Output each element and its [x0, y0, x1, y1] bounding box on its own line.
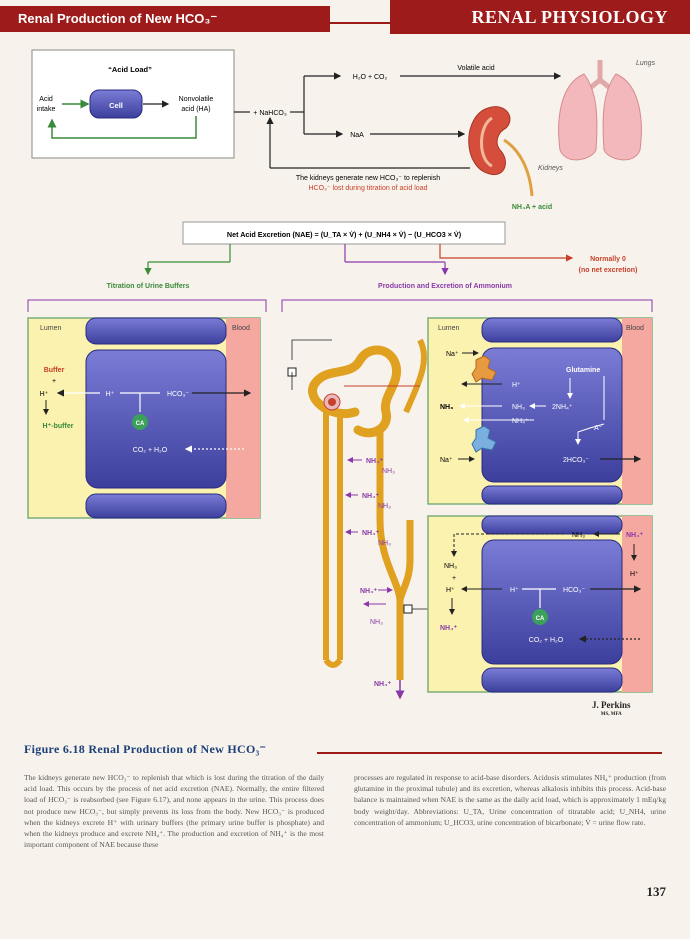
to-normally-arrow: [439, 244, 574, 262]
section-title: Renal Production of New HCO₃⁻: [0, 6, 330, 32]
page-header: Renal Production of New HCO₃⁻ RENAL PHYS…: [0, 0, 690, 34]
h2o-co2-label: H₂O + CO₂: [353, 74, 388, 81]
neph-nh4-out: NH₄⁺: [374, 681, 391, 688]
volatile-acid-label: Volatile acid: [457, 65, 494, 72]
ammonium-production-panel: [427, 317, 653, 505]
caption-rule: [317, 752, 662, 754]
neph-nh3-d: NH₃: [370, 619, 383, 626]
ca-enzyme-left: [132, 414, 148, 430]
neph-nh4-b: NH₄⁺: [362, 493, 379, 500]
h-buffer-label: H⁺-buffer: [43, 423, 74, 430]
h-mid-label: H⁺: [510, 587, 519, 594]
cell-shape: [89, 89, 143, 119]
right-bracket: [281, 299, 653, 312]
a-to-hco3-arrow: [575, 423, 605, 445]
left-bracket: [27, 299, 267, 312]
left-co2-h2o: CO₂ + H₂O: [133, 447, 168, 454]
nephron-illustration: [287, 338, 428, 680]
chapter-title: RENAL PHYSIOLOGY: [390, 0, 690, 34]
caption-text-right: processes are regulated in response to a…: [354, 773, 666, 827]
acid-load-label: “Acid Load”: [108, 65, 152, 74]
nh4-top-label: NH₄⁺: [626, 532, 643, 539]
nh4-exchange-label: NH₄⁺: [512, 418, 529, 425]
h-right-label: H⁺: [630, 571, 639, 578]
nahco3-label: + NaHCO₃: [253, 110, 287, 117]
nh3-top-label: NH₃: [572, 532, 585, 539]
neph-nh4-a: NH₄⁺: [366, 458, 383, 465]
ca-label-left: CA: [136, 421, 145, 427]
kidneys-label: Kidneys: [538, 165, 563, 172]
nh4a-acid-label: NH₄A + acid: [512, 204, 552, 211]
nonvolatile-label-2: acid (HA): [181, 106, 210, 113]
co2-h2o-right: CO₂ + H₂O: [529, 637, 564, 644]
lungs-label: Lungs: [636, 60, 656, 67]
left-blood-label: Blood: [232, 325, 250, 332]
right-nh3-lumen: NH₃: [440, 404, 453, 411]
right-lumen-label: Lumen: [438, 325, 460, 332]
ca-label-right: CA: [536, 616, 545, 622]
header-rule: [330, 22, 390, 24]
kidney-note-1: The kidneys generate new HCO₃⁻ to replen…: [296, 175, 440, 182]
nh3-left-label: NH₃: [444, 563, 457, 570]
nh4-left-label: NH₄⁺: [440, 625, 457, 632]
right-h-label: H⁺: [512, 382, 521, 389]
right-blood-label: Blood: [626, 325, 644, 332]
left-hco3: HCO₃⁻: [167, 391, 189, 398]
titration-label: Titration of Urine Buffers: [107, 283, 190, 290]
kidney-illustration: [468, 106, 534, 197]
acid-intake-label-2: intake: [37, 106, 56, 113]
kidney-note-2: HCO₃⁻ lost during titration of acid load: [309, 185, 428, 192]
neph-nh3-b: NH₃: [378, 503, 391, 510]
buffer-plus: +: [52, 378, 56, 385]
neph-nh4-c: NH₄⁺: [362, 530, 379, 537]
nae-box: [182, 221, 506, 245]
na2-label: Na⁺: [440, 457, 453, 464]
naa-label: NaA: [350, 132, 364, 139]
neph-nh3-a: NH₃: [382, 468, 395, 475]
nonvolatile-label-1: Nonvolatile: [179, 96, 214, 103]
left-lumen-label: Lumen: [40, 325, 62, 332]
no-net-excretion-label: (no net excretion): [579, 267, 638, 274]
ca-enzyme-right: [532, 609, 548, 625]
lungs-illustration: [558, 60, 642, 161]
hco3-right-label: HCO₃⁻: [563, 587, 585, 594]
plus-left-label: +: [452, 575, 456, 582]
caption-text-left: The kidneys generate new HCO₃⁻ to replen…: [24, 773, 324, 850]
carbonic-split-right: [522, 588, 556, 608]
figure-caption-title: Figure 6.18 Renal Production of New HCO₃…: [24, 742, 267, 756]
buffer-label: Buffer: [44, 367, 65, 374]
recycle-arrow: [47, 116, 197, 139]
artist-signature: J. Perkins MS, MFA: [592, 700, 631, 720]
glutamine-label: Glutamine: [566, 367, 600, 374]
page-number: 137: [646, 884, 667, 899]
na-label: Na⁺: [446, 351, 459, 358]
normally-zero-label: Normally 0: [590, 256, 626, 263]
ammonium-label: Production and Excretion of Ammonium: [378, 283, 512, 290]
a-minus-label: A⁻: [594, 425, 603, 432]
neph-nh3-c: NH₃: [378, 540, 391, 547]
cell-label: Cell: [109, 101, 123, 110]
right-nh3-cell: NH₃: [512, 404, 525, 411]
left-h-cell: H⁺: [106, 391, 115, 398]
carbonic-split: [120, 392, 160, 412]
two-hco3-label: 2HCO₃⁻: [563, 457, 589, 464]
neph-nh4-d: NH₄⁺: [360, 588, 377, 595]
acid-intake-label-1: Acid: [39, 96, 53, 103]
h-left-label: H⁺: [446, 587, 455, 594]
artist-credentials: MS, MFA: [600, 712, 622, 717]
artist-name: J. Perkins: [592, 700, 631, 710]
titration-panel: [27, 317, 261, 519]
left-h-lumen: H⁺: [40, 391, 49, 398]
nae-formula: Net Acid Excretion (NAE) = (U_TA × V̇) +…: [227, 230, 462, 239]
two-nh4-label: 2NH₄⁺: [552, 404, 573, 411]
